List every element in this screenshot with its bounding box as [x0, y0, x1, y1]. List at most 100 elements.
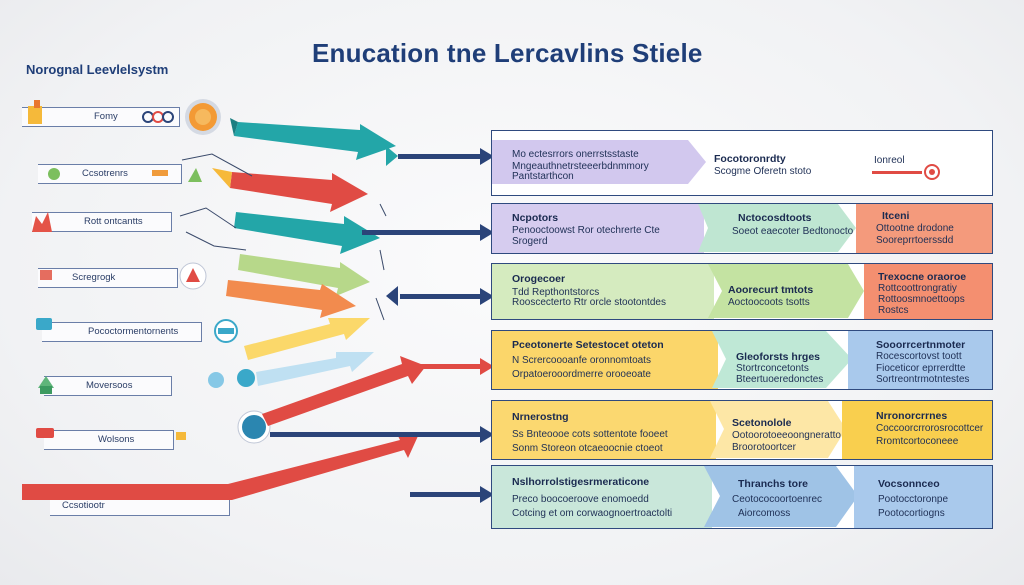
row1-text: Mo ectesrrors onerrstsstaste	[512, 149, 639, 160]
ribbon-lightblue	[256, 352, 374, 386]
navy-arrow-5	[270, 426, 494, 443]
row3-text: Rostcs	[878, 305, 909, 316]
row5-heading: Scetonolole	[732, 417, 792, 429]
row4-text: Sortreontrmotntestes	[876, 374, 970, 385]
row4-text: Fioceticor eprrerdtte	[876, 363, 966, 374]
row4-heading: Pceotonerte Setestocet oteton	[512, 339, 664, 351]
row1-text: Pantstarthcon	[512, 171, 574, 182]
row3-heading: Trexocne oraoroe	[878, 271, 967, 283]
row6-text: Ceotococoortoenrec	[732, 494, 823, 505]
level-label: Ccsotiootr	[62, 500, 105, 511]
row4-cell-1	[492, 331, 718, 389]
row2-chevron-green	[698, 204, 856, 252]
row3-text: Rottcoottrongratiy	[878, 283, 957, 294]
level-label: Scregrogk	[72, 272, 116, 283]
row5-text: Broorotoortcer	[732, 442, 796, 453]
row3-heading: Orogecoer	[512, 273, 566, 285]
row4-text: N Scrercoooanfe oronnomtoats	[512, 355, 651, 366]
page-subtitle: Norognal Leevlelsystm	[26, 62, 169, 77]
row6-text: Pootocortiogns	[878, 508, 945, 519]
row1-text: Mngeauthnetrsteeerbdnmmory	[512, 161, 649, 172]
navy-arrow-2	[362, 224, 494, 241]
row2-heading: Itceni	[882, 210, 910, 222]
level-row-2: Ncpotors Penooctoowst Ror otechrerte Cte…	[491, 203, 993, 254]
row6-text: Pootocctoronpe	[878, 494, 949, 505]
row5-chevron-yellow	[710, 401, 846, 458]
row6-cell-1	[492, 466, 712, 528]
row5-text: Ootoorotoeeoongneratto	[732, 430, 841, 441]
row6-text: Preco boocoeroove enomoedd	[512, 494, 649, 505]
connector-lines	[179, 153, 387, 321]
ribbon-yellow	[244, 318, 370, 360]
row5-text: Sonm Storeon otcaeoocnie ctoeot	[512, 443, 663, 454]
row3-text: Tdd Repthontstorcs	[512, 287, 600, 298]
target-icon	[237, 410, 271, 444]
level-label: Moversoos	[86, 380, 133, 391]
plant-icon	[188, 168, 202, 182]
row1-heading: Focotoronrdty	[714, 153, 786, 165]
level-label: Rott ontcantts	[84, 216, 143, 227]
row1-text: Scogme Oferetn stoto	[714, 166, 812, 177]
row1-mini-arrow	[872, 164, 940, 180]
monitor-icon	[36, 318, 52, 330]
row6-text: Cotcing et om corwaognoertroactolti	[512, 508, 673, 519]
ribbon-green	[238, 254, 370, 296]
ribbon-orange	[226, 280, 356, 318]
row6-chevron-blue	[704, 466, 858, 527]
row2-cell-3	[856, 204, 992, 253]
row2-cell-1	[492, 204, 704, 253]
row6-heading: Thranchs tore	[738, 478, 809, 490]
row4-text: Rocescortovst toott	[876, 351, 962, 362]
row4-heading: Sooorrcertnmoter	[876, 339, 966, 351]
row6-text: Aiorcomoss	[738, 508, 791, 519]
level-bar-4: Scregrogk	[38, 268, 178, 288]
row2-text: Soeot eaecoter Bedtonocto	[732, 226, 854, 237]
row5-text: Coccoorcrrorosrocottcer	[876, 423, 984, 434]
row2-text: Srogerd	[512, 236, 548, 247]
row2-heading: Nctocosdtoots	[738, 212, 812, 224]
pencil-icon	[152, 170, 168, 176]
bell-icon	[179, 262, 207, 290]
leaf-icon	[48, 168, 60, 180]
ribbon-teal-top	[230, 118, 396, 160]
row4-chevron-green	[712, 331, 852, 388]
row3-heading: Aoorecurt tmtots	[728, 284, 814, 296]
chart-icon	[32, 212, 52, 232]
row6-heading: Vocsonnceo	[878, 478, 940, 490]
row4-text: Stortrconcetonts	[736, 363, 809, 374]
ribbon-red-big	[22, 432, 418, 500]
level-bar-2: Ccsotrenrs	[38, 164, 182, 184]
row5-text: Rromtcortoconeee	[876, 436, 959, 447]
row4-cell-3	[848, 331, 992, 389]
level-bar-5: Pococtormentornents	[42, 322, 202, 342]
globe-icon	[208, 369, 255, 388]
row6-cell-3	[854, 466, 992, 528]
red-arrow-4	[410, 358, 494, 375]
level-label: Ccsotrenrs	[82, 168, 128, 179]
row2-text: Ottootne drodone	[876, 223, 954, 234]
level-row-3: Orogecoer Tdd Repthontstorcs Rooscectert…	[491, 263, 993, 320]
row4-text: Orpatoerooordmerre orooeoate	[512, 369, 651, 380]
level-row-6: Nslhorrolstigesrmeraticone Preco boocoer…	[491, 465, 993, 529]
cup-icon	[176, 432, 186, 440]
house-icon	[38, 376, 54, 394]
navy-arrow-6	[410, 486, 494, 503]
level-row-4: Pceotonerte Setestocet oteton N Scrercoo…	[491, 330, 993, 390]
row5-cell-3	[842, 401, 992, 459]
level-label: Fomy	[94, 111, 118, 122]
row6-heading: Nslhorrolstigesrmeraticone	[512, 476, 650, 488]
level-label: Pococtormentornents	[88, 326, 179, 337]
page-title: Enucation tne Lercavlins Stiele	[312, 38, 703, 68]
row3-text: Aoctoocoots tsotts	[728, 297, 810, 308]
headset-icon	[214, 319, 238, 343]
level-row-5: Nrnerostng Ss Bnteoooe cots sottentote f…	[491, 400, 993, 460]
book-icon	[28, 100, 42, 124]
row3-cell-1	[492, 264, 714, 319]
row3-text: Rooscecterto Rtr orcle stootontdes	[512, 297, 666, 308]
row-chevron-purple	[492, 140, 706, 184]
level-label: Wolsons	[98, 434, 135, 445]
row5-cell-1	[492, 401, 716, 459]
level-row-1: Mo ectesrrors onerrstsstaste Mngeauthnet…	[491, 130, 993, 196]
orange-circle-icon	[185, 99, 221, 135]
